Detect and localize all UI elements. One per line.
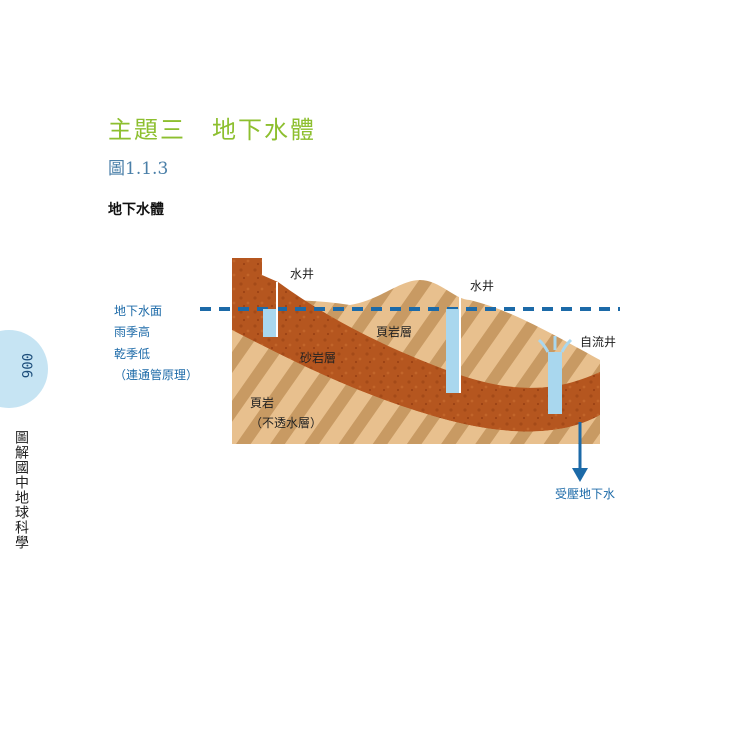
confined-water-label: 受壓地下水 — [555, 487, 616, 501]
impermeable-label: （不透水層） — [250, 416, 323, 430]
water-table-label: 地下水面 — [114, 304, 163, 318]
book-title: 圖解國中地球科學 — [13, 430, 29, 550]
rainy-season-label: 雨季高 — [114, 325, 151, 339]
figure-caption: 地下水體 — [108, 202, 164, 218]
fountain-icon — [537, 336, 573, 353]
artesian-well-label: 自流井 — [580, 335, 617, 349]
well-1-label: 水井 — [290, 267, 315, 281]
well-1 — [263, 309, 277, 337]
sandstone-outcrop — [232, 258, 262, 330]
shale-layer-label: 頁岩層 — [376, 325, 413, 339]
shale-label: 頁岩 — [250, 396, 275, 410]
principle-label: （連通管原理） — [114, 368, 199, 382]
figure-number: 圖1.1.3 — [108, 159, 169, 179]
well-2-label: 水井 — [470, 279, 495, 293]
sandstone-layer — [232, 258, 600, 432]
lower-shale-layer — [232, 330, 600, 444]
chapter-title: 主題三 地下水體 — [108, 116, 316, 144]
dry-season-label: 乾季低 — [114, 347, 151, 361]
well-2 — [446, 309, 460, 393]
page-number: 006 — [18, 353, 34, 379]
arrow-head-icon — [572, 468, 588, 482]
artesian-well — [548, 352, 562, 414]
sandstone-layer-label: 砂岩層 — [300, 351, 337, 365]
